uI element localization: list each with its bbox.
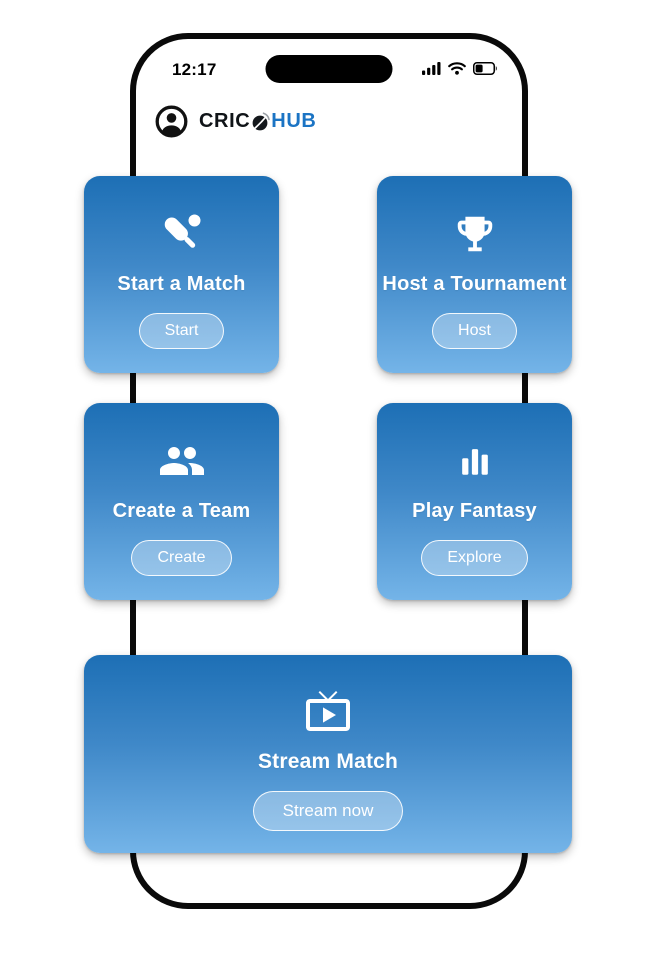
stream-now-button[interactable]: Stream now — [252, 791, 404, 831]
wifi-icon — [448, 62, 466, 75]
card-host-a-tournament[interactable]: Host a Tournament Host — [377, 176, 572, 373]
status-icons — [422, 62, 498, 75]
card-play-fantasy[interactable]: Play Fantasy Explore — [377, 403, 572, 600]
start-button[interactable]: Start — [138, 313, 225, 349]
host-button[interactable]: Host — [432, 313, 517, 349]
bar-chart-icon — [453, 437, 497, 485]
brand-logo: CRIC HUB — [199, 110, 316, 133]
app-header: CRIC HUB — [155, 105, 316, 138]
card-stream-match[interactable]: Stream Match Stream now — [84, 655, 572, 853]
card-start-a-match[interactable]: Start a Match Start — [84, 176, 279, 373]
dynamic-island — [265, 55, 393, 83]
card-title: Host a Tournament — [382, 273, 567, 295]
card-title: Stream Match — [257, 750, 399, 774]
explore-button[interactable]: Explore — [421, 540, 528, 576]
cricket-bat-ball-icon — [158, 210, 206, 258]
create-button[interactable]: Create — [131, 540, 232, 576]
cricket-ball-swoosh-icon — [251, 111, 271, 132]
card-title: Start a Match — [117, 273, 246, 295]
card-create-a-team[interactable]: Create a Team Create — [84, 403, 279, 600]
profile-avatar-icon[interactable] — [155, 105, 188, 138]
trophy-icon — [452, 210, 498, 258]
card-title: Create a Team — [112, 500, 251, 522]
brand-text-cric: CRIC — [199, 110, 251, 132]
card-title: Play Fantasy — [412, 500, 537, 522]
status-time: 12:17 — [172, 60, 217, 79]
live-tv-play-icon — [304, 687, 352, 735]
brand-text-hub: HUB — [271, 110, 317, 132]
battery-icon — [473, 62, 498, 75]
cellular-signal-icon — [422, 62, 441, 75]
team-group-icon — [158, 437, 206, 485]
